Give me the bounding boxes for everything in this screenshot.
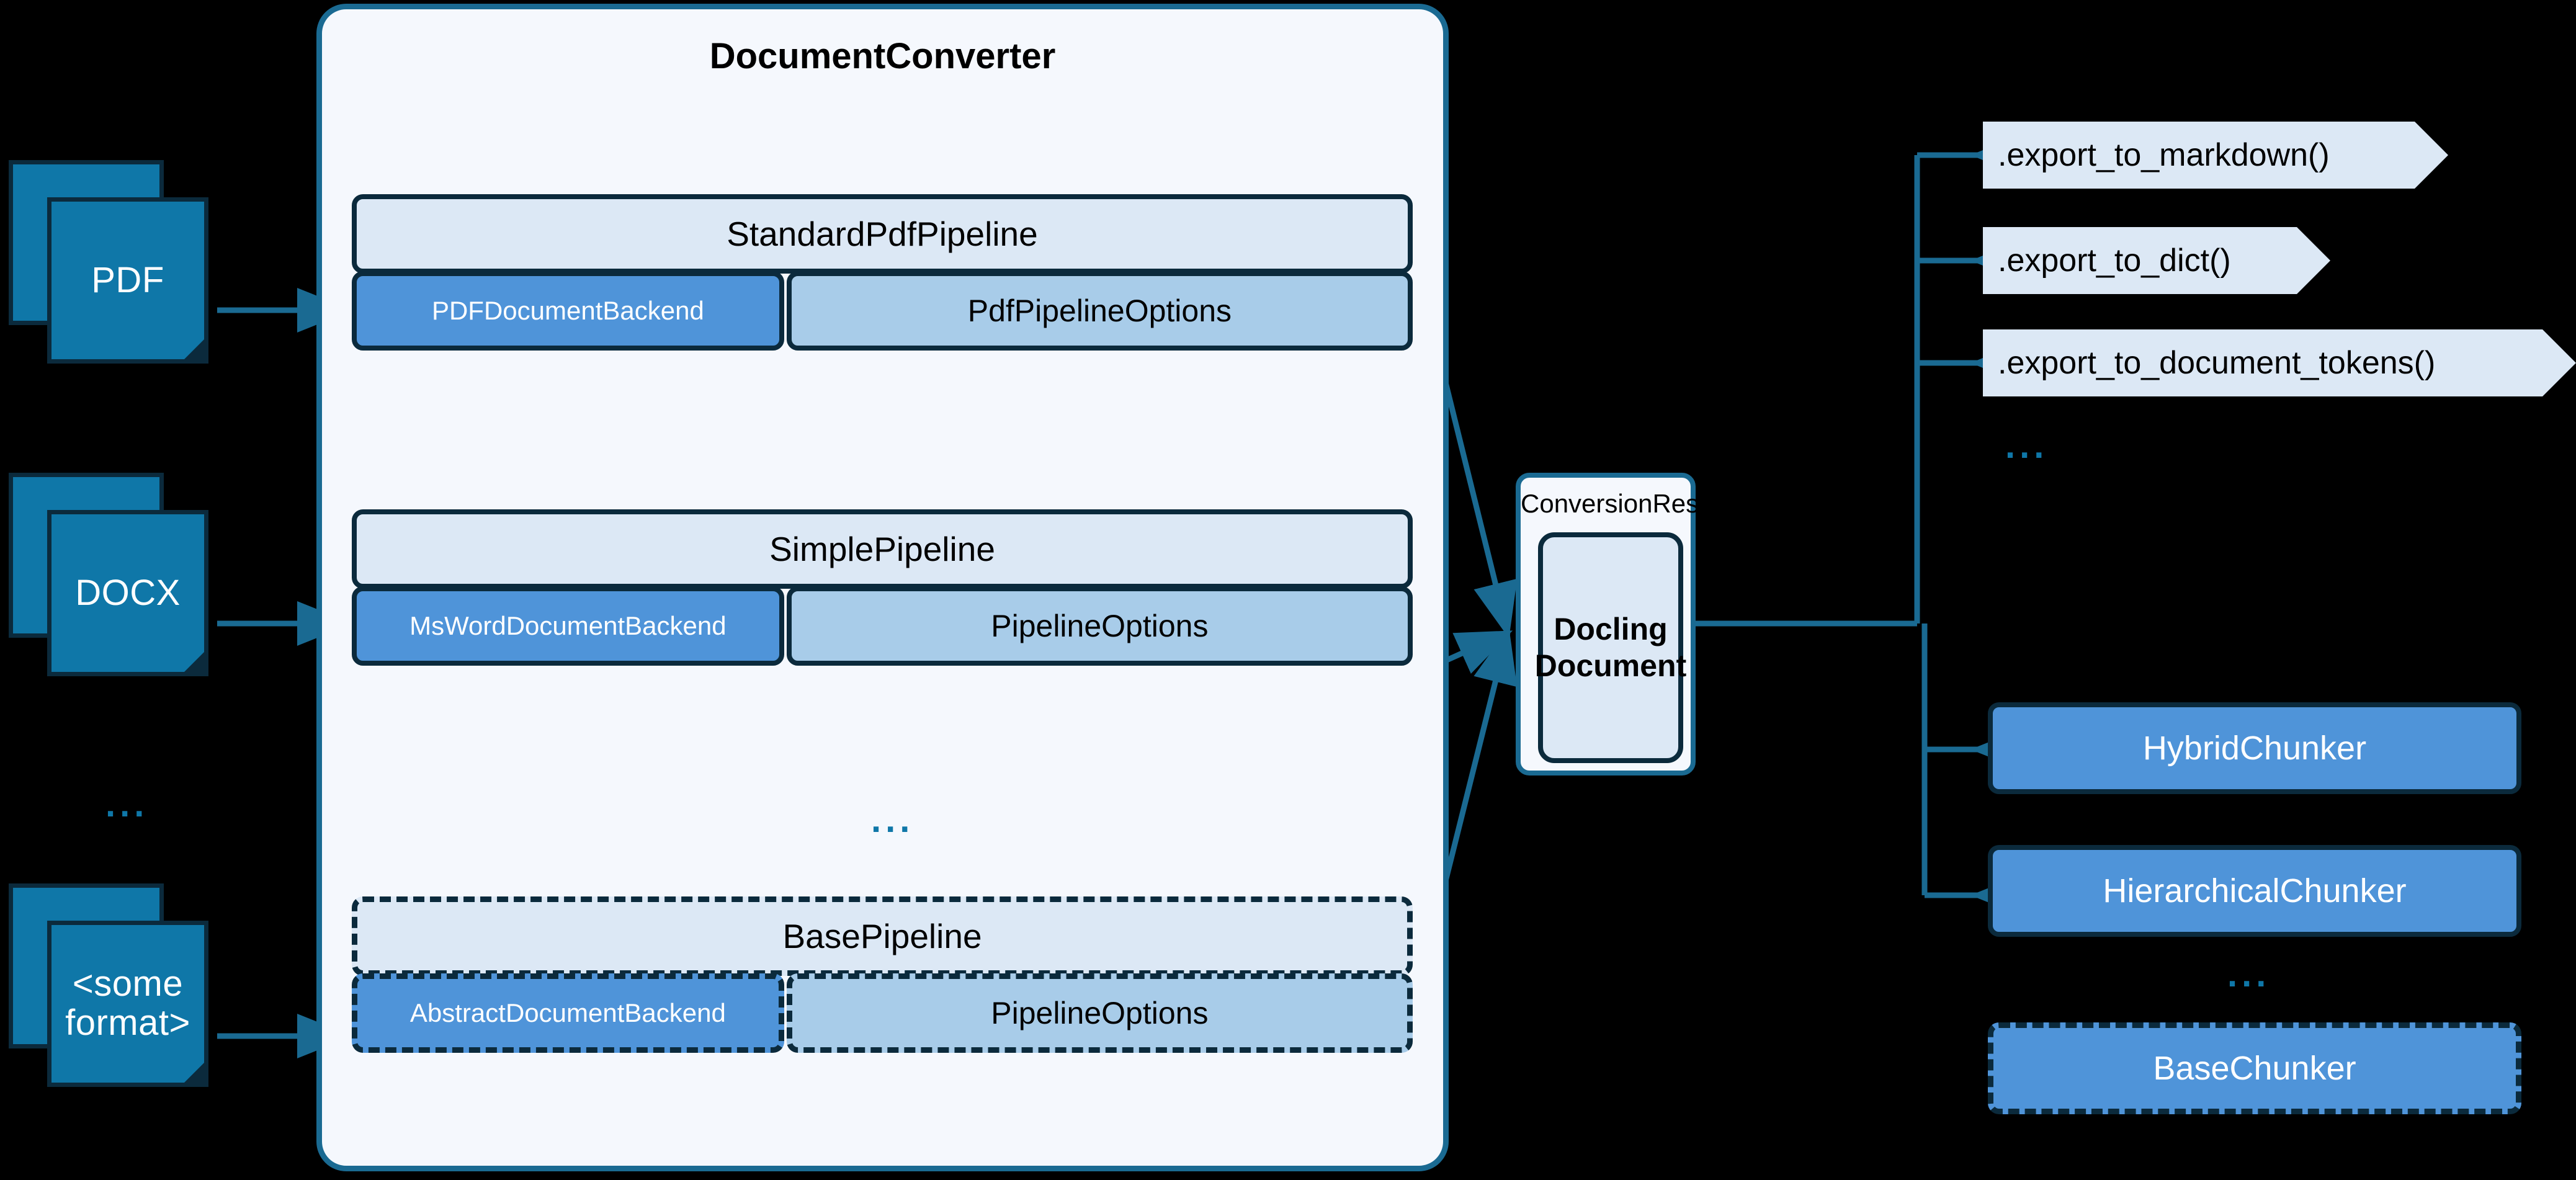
docling-document-line1: Docling [1554, 612, 1668, 646]
source-document-docx: DOCX [9, 473, 220, 676]
export-ellipsis: ... [2005, 426, 2049, 466]
source-ellipsis: ... [105, 784, 149, 825]
pipeline-base[interactable]: BasePipeline AbstractDocumentBackend Pip… [352, 896, 1413, 1053]
chunker-label: HybridChunker [2142, 730, 2367, 767]
conversion-result-container: ConversionResult Docling Document [1516, 473, 1727, 775]
chunker-label: BaseChunker [2153, 1050, 2356, 1087]
chunker-hybrid[interactable]: HybridChunker [1988, 702, 2521, 794]
pipeline-standard-pdf[interactable]: StandardPdfPipeline PDFDocumentBackend P… [352, 194, 1413, 351]
pipeline-name: SimplePipeline [352, 509, 1413, 589]
pipeline-name: BasePipeline [352, 896, 1413, 976]
pipeline-options[interactable]: PipelineOptions [786, 586, 1413, 666]
export-label: .export_to_markdown() [1998, 137, 2330, 173]
pipeline-backend[interactable]: MsWordDocumentBackend [352, 586, 784, 666]
source-document-pdf: PDF [9, 160, 220, 364]
pipeline-name: StandardPdfPipeline [352, 194, 1413, 274]
docling-document-box[interactable]: Docling Document [1534, 532, 1687, 763]
document-converter-container: DocumentConverter StandardPdfPipeline PD… [316, 4, 1449, 1171]
chunker-hierarchical[interactable]: HierarchicalChunker [1988, 845, 2521, 937]
pipeline-backend[interactable]: PDFDocumentBackend [352, 271, 784, 351]
pipeline-backend[interactable]: AbstractDocumentBackend [352, 973, 784, 1053]
chunker-ellipsis: ... [2227, 954, 2271, 995]
source-label: PDF [91, 259, 164, 300]
page-fold-icon [180, 335, 208, 364]
docling-document-line2: Document [1534, 648, 1687, 683]
pipeline-members: PDFDocumentBackend PdfPipelineOptions [352, 271, 1413, 351]
conversion-result-title: ConversionResult [1521, 489, 1727, 518]
pipeline-options[interactable]: PdfPipelineOptions [786, 271, 1413, 351]
pipeline-simple[interactable]: SimplePipeline MsWordDocumentBackend Pip… [352, 509, 1413, 666]
export-label: .export_to_document_tokens() [1998, 345, 2436, 381]
page-fold-icon [180, 1058, 208, 1087]
export-label: .export_to_dict() [1998, 243, 2231, 279]
chunker-label: HierarchicalChunker [2103, 872, 2407, 910]
pipeline-members: AbstractDocumentBackend PipelineOptions [352, 973, 1413, 1053]
source-label: DOCX [75, 572, 181, 613]
pipeline-members: MsWordDocumentBackend PipelineOptions [352, 586, 1413, 666]
export-to-dict-arrow[interactable]: .export_to_dict() [1983, 227, 2330, 294]
pipeline-ellipsis: ... [871, 800, 915, 840]
export-to-markdown-arrow[interactable]: .export_to_markdown() [1983, 122, 2448, 189]
chunker-base[interactable]: BaseChunker [1988, 1022, 2521, 1114]
page-title: DocumentConverter [709, 36, 1056, 76]
export-to-document-tokens-arrow[interactable]: .export_to_document_tokens() [1983, 329, 2576, 396]
pipeline-options[interactable]: PipelineOptions [786, 973, 1413, 1053]
page-fold-icon [180, 648, 208, 676]
